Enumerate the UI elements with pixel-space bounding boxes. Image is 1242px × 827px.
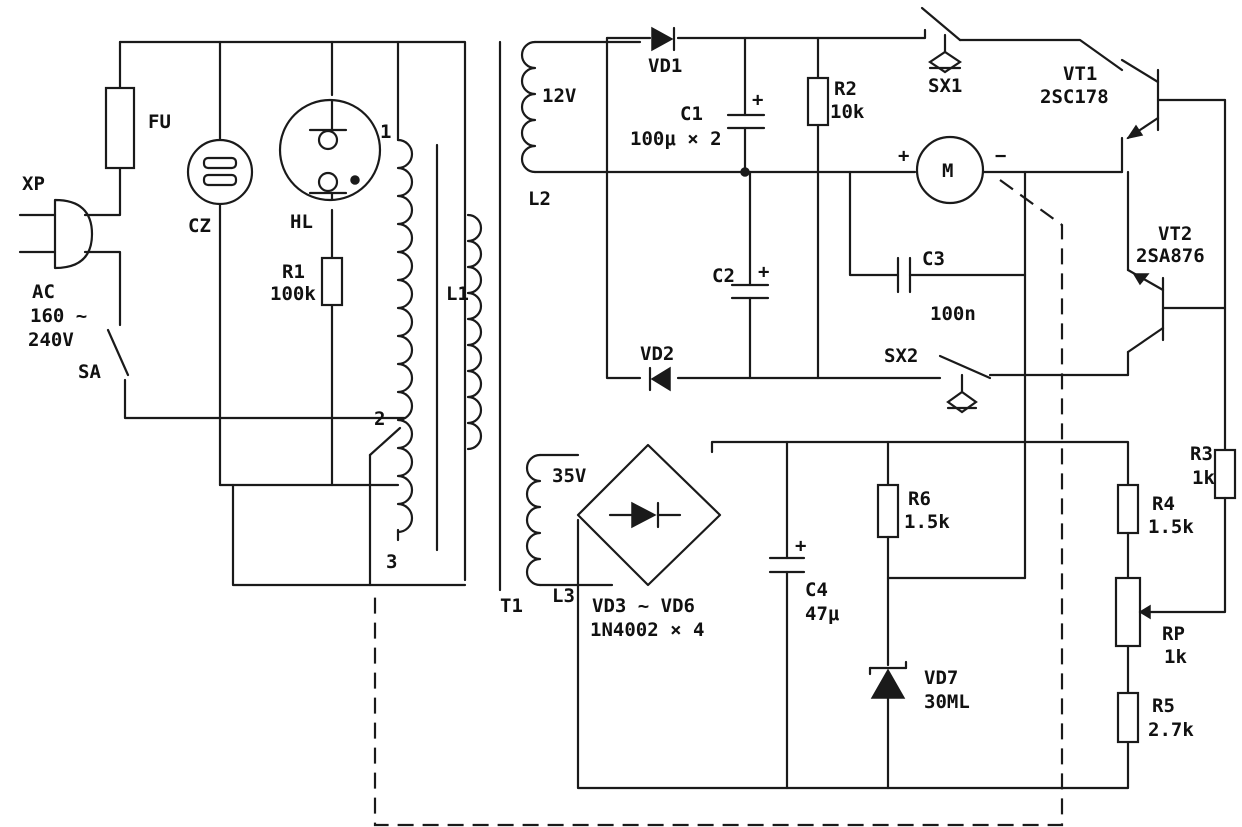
label-motor-minus: −	[995, 145, 1006, 167]
label-l1: L1	[446, 283, 469, 305]
resistor-r2	[806, 76, 830, 127]
label-vt2-name: VT2	[1158, 223, 1192, 245]
label-r6-name: R6	[908, 488, 931, 510]
potentiometer-rp	[1114, 576, 1142, 648]
transformer-primary-coil	[396, 138, 483, 552]
label-xp: XP	[22, 173, 45, 195]
label-vd7-type: 30ML	[924, 691, 970, 713]
resistor-r6	[876, 483, 900, 539]
resistor-r1	[320, 256, 344, 307]
label-12v: 12V	[542, 85, 576, 107]
label-motor-plus: +	[898, 145, 909, 167]
diode-vd1	[605, 26, 676, 52]
zener-diode-vd7	[868, 660, 908, 790]
label-vt2-type: 2SA876	[1136, 245, 1205, 267]
capacitor-c2	[730, 170, 770, 380]
label-tap-3: 3	[386, 551, 397, 573]
capacitor-c4	[768, 440, 806, 790]
label-bridge-type: 1N4002 × 4	[590, 619, 704, 641]
label-r1-name: R1	[282, 261, 305, 283]
label-ac-range-top: 160 ~	[30, 305, 87, 327]
label-vt1-name: VT1	[1063, 63, 1097, 85]
label-c1-plus: +	[752, 89, 763, 111]
label-vd1: VD1	[648, 55, 682, 77]
label-ac-range-bottom: 240V	[28, 329, 74, 351]
label-c4-value: 47μ	[805, 603, 840, 625]
resistor-r5	[1116, 691, 1140, 744]
label-r5-name: R5	[1152, 695, 1175, 717]
capacitor-c3	[848, 170, 1027, 294]
label-r3-name: R3	[1190, 443, 1213, 465]
fuse-fu	[104, 86, 136, 170]
label-t1: T1	[500, 595, 523, 617]
primary-wiring	[83, 40, 467, 587]
resistor-r4	[1116, 483, 1140, 535]
mechanical-link-dashed	[373, 179, 1064, 827]
label-sx2: SX2	[884, 345, 918, 367]
label-35v: 35V	[552, 465, 586, 487]
label-c3-name: C3	[922, 248, 945, 270]
label-bridge-name: VD3 ~ VD6	[592, 595, 695, 617]
label-sa: SA	[78, 361, 101, 383]
label-c3-value: 100n	[930, 303, 976, 325]
label-r1-value: 100k	[270, 283, 316, 305]
secondary-l3-coil	[525, 453, 614, 587]
resistor-r3	[1213, 448, 1237, 500]
label-sx1: SX1	[928, 75, 962, 97]
label-tap-1: 1	[380, 121, 391, 143]
switch-sx2	[938, 354, 992, 414]
label-vd2: VD2	[640, 343, 674, 365]
label-c2-plus: +	[758, 261, 769, 283]
bridge-rectifier-vd3-vd6	[576, 443, 722, 587]
label-r2-name: R2	[834, 78, 857, 100]
label-r6-value: 1.5k	[904, 511, 950, 533]
secondary-l2-coil	[520, 40, 917, 174]
label-motor: M	[942, 160, 953, 182]
diode-vd2	[648, 366, 671, 392]
label-c2-name: C2	[712, 265, 735, 287]
label-vt1-type: 2SC178	[1040, 86, 1109, 108]
switch-sx1	[920, 6, 962, 74]
label-c4-plus: +	[795, 535, 806, 557]
junction-dot	[740, 167, 750, 177]
label-r2-value: 10k	[830, 101, 865, 123]
transistor-vt1	[1120, 58, 1227, 174]
label-vd7-name: VD7	[924, 667, 958, 689]
plug-xp-icon	[18, 198, 94, 270]
label-rp-name: RP	[1162, 623, 1185, 645]
lamp-hl-icon	[278, 98, 382, 202]
label-rp-value: 1k	[1164, 646, 1187, 668]
label-c4-name: C4	[805, 579, 828, 601]
label-l2: L2	[528, 188, 551, 210]
label-l3: L3	[552, 585, 575, 607]
socket-cz-icon	[186, 138, 254, 206]
label-ac: AC	[32, 281, 55, 303]
label-r3-value: 1k	[1192, 467, 1215, 489]
label-r4-name: R4	[1152, 493, 1175, 515]
motor-m-icon: M	[915, 135, 985, 205]
label-fu: FU	[148, 111, 171, 133]
label-cz: CZ	[188, 215, 211, 237]
label-tap-2: 2	[374, 408, 385, 430]
transistor-vt2	[1126, 170, 1227, 377]
capacitor-c1	[726, 36, 766, 174]
label-c1-name: C1	[680, 103, 703, 125]
label-r4-value: 1.5k	[1148, 516, 1194, 538]
label-hl: HL	[290, 211, 313, 233]
label-r5-value: 2.7k	[1148, 719, 1194, 741]
label-c1-value: 100μ × 2	[630, 128, 722, 150]
